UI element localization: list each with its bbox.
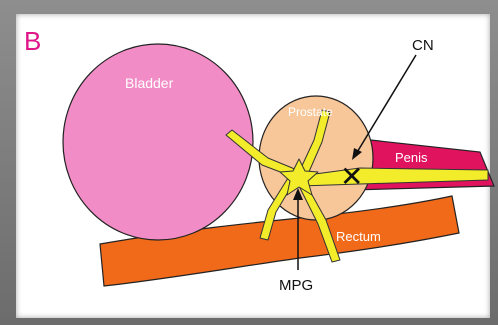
bladder-label: Bladder xyxy=(125,75,174,91)
lesion-marker: ✕ xyxy=(340,160,363,193)
penis-label: Penis xyxy=(395,150,428,165)
panel-letter: B xyxy=(24,26,41,56)
rectum-label: Rectum xyxy=(336,229,381,244)
cn-label: CN xyxy=(412,37,434,54)
prostate-label: Prostate xyxy=(288,105,333,119)
mpg-label: MPG xyxy=(279,277,313,294)
bladder-shape xyxy=(63,44,253,240)
cn-pointer-line xyxy=(356,55,416,154)
